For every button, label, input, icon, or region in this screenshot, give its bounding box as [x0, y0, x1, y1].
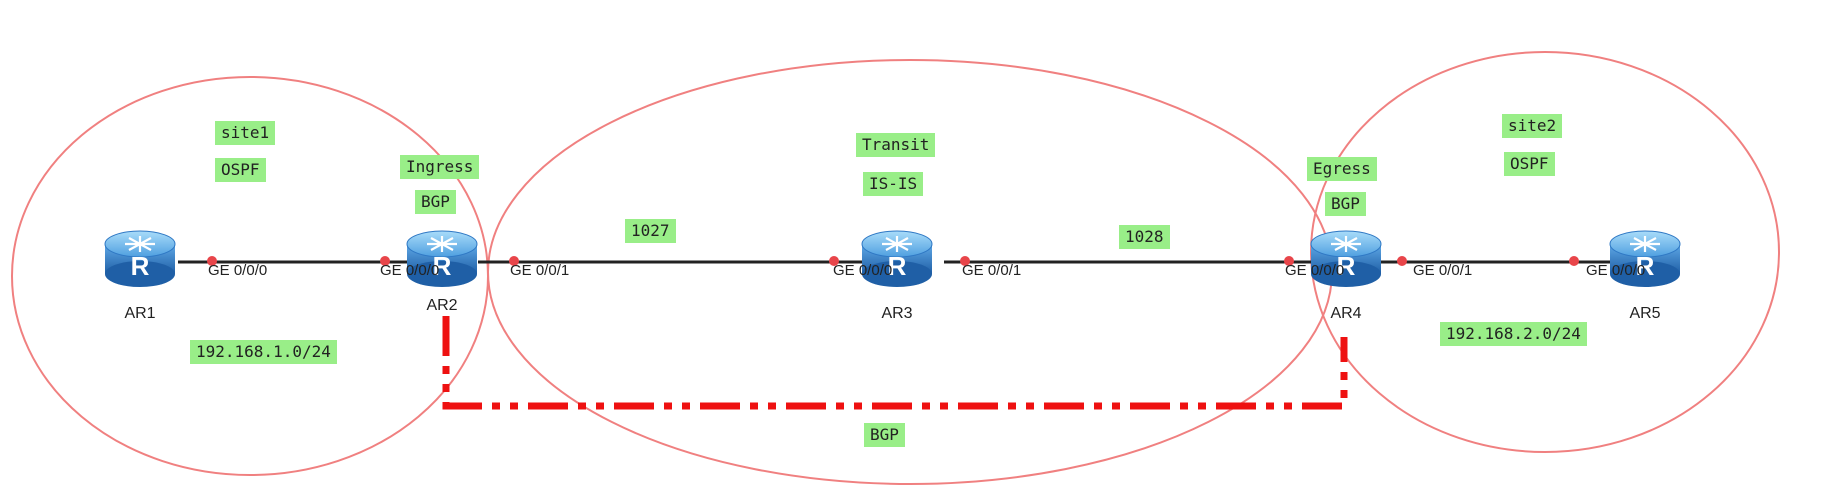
- ar4-name: AR4: [1330, 305, 1362, 322]
- bgp-session-line: [442, 316, 1348, 410]
- port-dot-ar2-right: [509, 256, 519, 266]
- ar1-router[interactable]: R: [103, 228, 177, 292]
- site1-network-label: 192.168.1.0/24: [190, 340, 337, 364]
- ar2-name: AR2: [426, 297, 458, 314]
- svg-text:R: R: [888, 251, 907, 281]
- port-dot-ar3-right: [960, 256, 970, 266]
- ar4-port-left-label: GE 0/0/0: [1285, 262, 1345, 279]
- router-icon: R: [861, 230, 933, 287]
- port-dot-ar4-left: [1284, 256, 1294, 266]
- port-dot-ar2-left: [380, 256, 390, 266]
- site2-protocol-label: OSPF: [1504, 152, 1555, 176]
- port-dot-ar5: [1569, 256, 1579, 266]
- router-icon: R: [406, 230, 478, 287]
- ingress-protocol-label: BGP: [415, 190, 456, 214]
- ar5-name: AR5: [1629, 305, 1661, 322]
- ar1-name: AR1: [124, 305, 156, 322]
- port-dot-ar1: [207, 256, 217, 266]
- bgp-session-label: BGP: [864, 423, 905, 447]
- ar3-port-left-label: GE 0/0/0: [833, 262, 893, 279]
- router-icon: R: [1609, 230, 1681, 287]
- ar2-port-left-label: GE 0/0/0: [380, 262, 440, 279]
- port-dot-ar4-right: [1397, 256, 1407, 266]
- svg-text:R: R: [131, 251, 150, 281]
- transit-label-1028: 1028: [1119, 225, 1170, 249]
- ar5-port-label: GE 0/0/0: [1586, 262, 1646, 279]
- router-icon: R: [1310, 230, 1382, 287]
- ingress-role-label: Ingress: [400, 155, 480, 179]
- site1-protocol-label: OSPF: [215, 158, 266, 182]
- transit-label-1027: 1027: [625, 219, 676, 243]
- ar5-router[interactable]: R: [1608, 228, 1682, 292]
- ar3-router[interactable]: R: [860, 228, 934, 292]
- ar3-name: AR3: [881, 305, 913, 322]
- transit-name-label: Transit: [856, 133, 936, 157]
- svg-text:R: R: [1636, 251, 1655, 281]
- router-icon: R: [104, 230, 176, 287]
- site1-name-label: site1: [215, 121, 276, 145]
- egress-role-label: Egress: [1307, 157, 1377, 181]
- ar4-router[interactable]: R: [1309, 228, 1383, 292]
- svg-text:R: R: [433, 251, 452, 281]
- site2-network-label: 192.168.2.0/24: [1440, 322, 1587, 346]
- egress-protocol-label: BGP: [1325, 192, 1366, 216]
- ar4-port-right-label: GE 0/0/1: [1413, 262, 1473, 279]
- ar2-router[interactable]: R: [405, 228, 479, 292]
- svg-text:R: R: [1337, 251, 1356, 281]
- site2-name-label: site2: [1502, 114, 1563, 138]
- port-dot-ar3-left: [829, 256, 839, 266]
- ar1-port-label: GE 0/0/0: [208, 262, 268, 279]
- transit-protocol-label: IS-IS: [863, 172, 924, 196]
- ar3-port-right-label: GE 0/0/1: [962, 262, 1022, 279]
- ar2-port-right-label: GE 0/0/1: [510, 262, 570, 279]
